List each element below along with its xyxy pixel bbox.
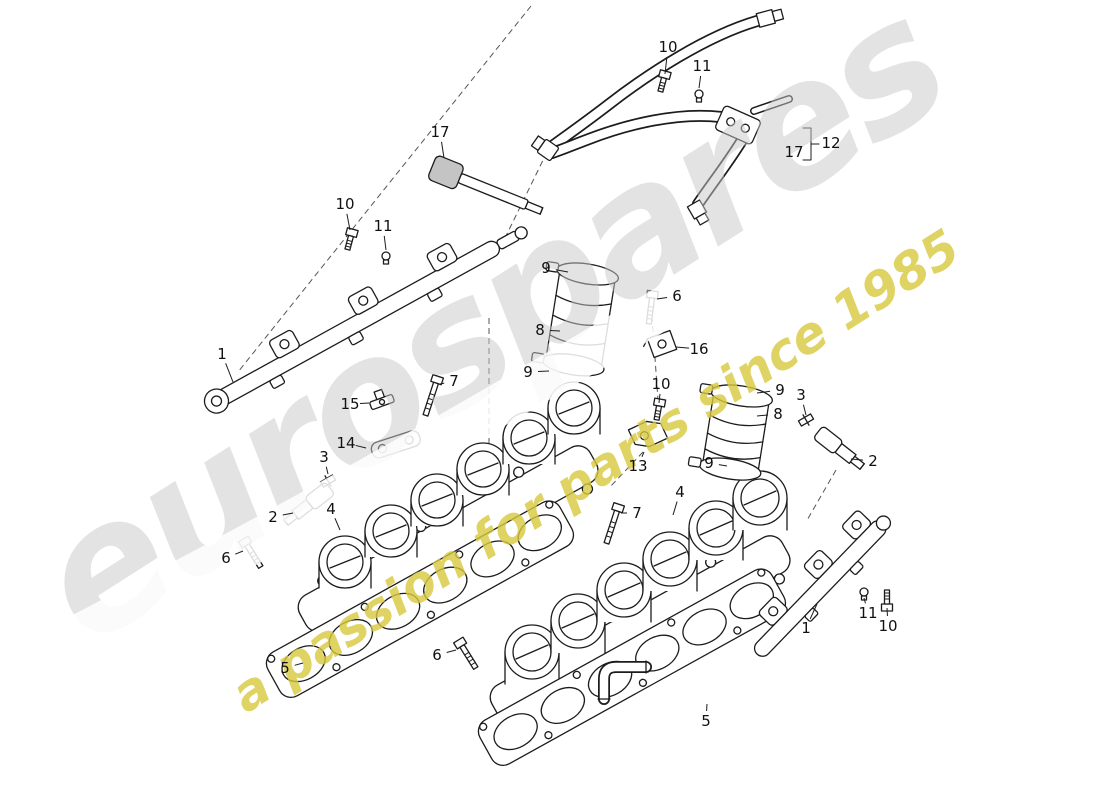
bolt-10-mid	[341, 227, 359, 252]
hose-fitting-top	[755, 8, 785, 28]
throttle-body	[547, 381, 601, 435]
part-callout-3: 3	[319, 448, 329, 466]
part-callout-17: 17	[430, 123, 449, 141]
part-callout-13: 13	[628, 457, 647, 475]
callout-leader-line	[850, 458, 864, 461]
part-callout-10: 10	[651, 375, 670, 393]
gasket-left	[265, 500, 575, 698]
part-callout-12: 12	[821, 134, 840, 152]
callout-leader-line	[439, 382, 445, 385]
part-callout-7: 7	[632, 504, 642, 522]
part-callout-9: 9	[704, 454, 714, 472]
callout-leader-line	[537, 370, 550, 373]
callout-leader-line	[282, 512, 294, 516]
throttle-body	[550, 593, 606, 654]
fuel-rail-right	[753, 510, 892, 657]
callout-leader-line	[658, 393, 661, 404]
part-callout-16: 16	[689, 340, 708, 358]
part-callout-5: 5	[701, 712, 711, 730]
bolt-7-right	[600, 501, 626, 546]
callout-leader-line	[555, 269, 569, 273]
part-callout-2: 2	[868, 452, 878, 470]
part-callout-6: 6	[221, 549, 231, 567]
part-callout-3: 3	[796, 386, 806, 404]
part-callout-8: 8	[773, 405, 783, 423]
throttle-body	[318, 535, 372, 589]
callout-leader-line	[549, 330, 561, 332]
callout-leader-line	[441, 141, 445, 159]
throttle-body	[502, 411, 556, 465]
throttle-body	[688, 500, 744, 561]
hose-right	[687, 383, 773, 481]
hose-junction-block	[715, 105, 761, 145]
part-callout-10: 10	[878, 617, 897, 635]
callout-leader-line	[863, 597, 866, 604]
part-callout-6: 6	[672, 287, 682, 305]
part-callout-8: 8	[535, 321, 545, 339]
part-callout-6: 6	[432, 646, 442, 664]
callout-leader-line	[334, 517, 341, 531]
hose-fitting-left	[530, 135, 560, 162]
throttle-body	[596, 562, 652, 623]
part-callout-9: 9	[523, 363, 533, 381]
connector-pipe-17	[428, 155, 544, 215]
callout-leader-line	[355, 444, 367, 449]
injector-clip-right	[797, 413, 815, 427]
elbow-hose	[597, 660, 652, 705]
callout-leader-line	[641, 451, 645, 458]
part-callout-11: 11	[373, 217, 392, 235]
part-callout-1: 1	[801, 619, 811, 637]
callout-leader-line	[346, 213, 351, 231]
part-callout-15: 15	[340, 395, 359, 413]
throttle-body	[504, 624, 560, 685]
throttle-body	[642, 531, 698, 592]
part-callout-1: 1	[217, 345, 227, 363]
part-callout-17: 17	[784, 143, 803, 161]
part-callout-11: 11	[692, 57, 711, 75]
bolt-6-bottom	[452, 636, 482, 672]
callout-leader-line	[294, 662, 304, 666]
part-callout-7: 7	[449, 372, 459, 390]
hose-fitting-bottom	[686, 199, 710, 226]
callout-leader-line	[325, 466, 329, 475]
callout-leader-line	[383, 235, 387, 251]
part-callout-5: 5	[280, 659, 290, 677]
throttle-body	[456, 442, 510, 496]
throttle-body	[410, 473, 464, 527]
callout-leader-line	[225, 363, 234, 383]
fuel-line-assembly	[428, 8, 820, 226]
fuel-injector-right	[814, 426, 865, 470]
part-callout-10: 10	[335, 195, 354, 213]
callout-leader-line	[656, 296, 668, 300]
callout-leader-line	[756, 414, 769, 417]
callout-leader-line	[235, 550, 244, 555]
callout-leader-line	[675, 346, 690, 349]
part-callout-9: 9	[775, 381, 785, 399]
callout-leader-line	[664, 56, 668, 75]
fitting-15	[369, 388, 395, 410]
watermark-swoosh	[49, 71, 1031, 661]
callout-leader-line	[802, 404, 807, 416]
part-callout-14: 14	[336, 434, 355, 452]
callout-leader-line	[446, 649, 457, 653]
callout-leader-line	[756, 390, 771, 394]
bolt-10-right	[880, 589, 894, 612]
nut-11-mid	[381, 251, 391, 265]
callout-leader-line	[698, 75, 702, 89]
part-callout-4: 4	[326, 500, 336, 518]
fuel-rail-left	[203, 226, 528, 414]
callout-leader-line	[672, 501, 678, 516]
callout-leader-line	[809, 603, 818, 620]
part-callout-10: 10	[658, 38, 677, 56]
part-callout-2: 2	[268, 508, 278, 526]
callout-leader-line	[718, 464, 728, 467]
part-callout-11: 11	[858, 604, 877, 622]
intake-manifold-left	[297, 381, 601, 633]
part-callout-9: 9	[541, 259, 551, 277]
throttle-body	[364, 504, 418, 558]
bracket-13	[627, 420, 669, 448]
part-callout-4: 4	[675, 483, 685, 501]
